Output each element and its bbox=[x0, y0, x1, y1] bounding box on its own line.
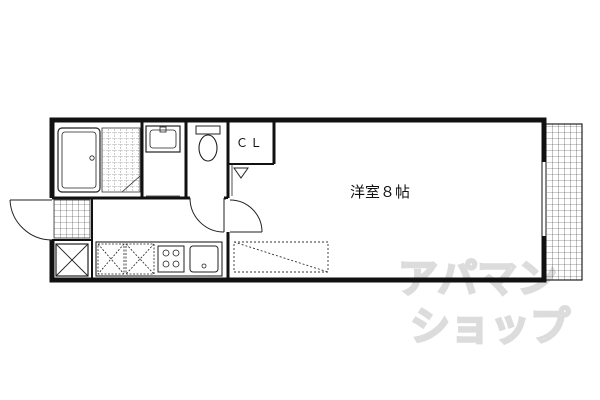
toilet-door bbox=[189, 196, 225, 233]
shoe-box bbox=[55, 243, 89, 277]
closet: ＣＬ bbox=[231, 136, 264, 196]
watermark-line2: ショップ bbox=[410, 304, 570, 350]
washbasin bbox=[145, 125, 181, 197]
balcony bbox=[543, 123, 583, 281]
room-door bbox=[226, 199, 263, 233]
bathroom bbox=[57, 127, 141, 193]
entrance bbox=[9, 199, 91, 241]
closet-label: ＣＬ bbox=[236, 136, 264, 150]
western-room: 洋室８帖 bbox=[233, 183, 410, 273]
western-room-label: 洋室８帖 bbox=[350, 183, 410, 201]
exterior-walls bbox=[48, 117, 547, 283]
kitchen bbox=[95, 241, 223, 277]
interior-walls bbox=[52, 120, 276, 280]
toilet bbox=[195, 125, 221, 162]
